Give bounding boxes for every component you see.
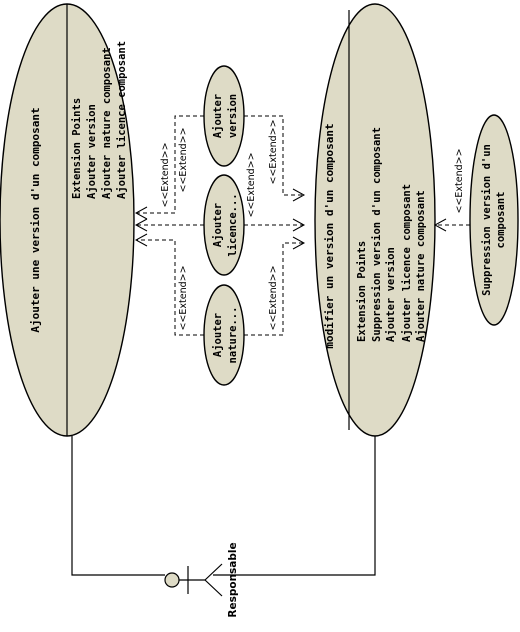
use-case-label-line1: Ajouter: [212, 203, 224, 247]
svg-text:Ajouter licence composant: Ajouter licence composant: [401, 184, 413, 342]
use-case-modifier-version-composant[interactable]: modifier un version d'un composant Exten…: [314, 3, 436, 437]
svg-text:Ajouter version: Ajouter version: [385, 247, 397, 342]
use-case-label-line1: Ajouter: [212, 313, 224, 357]
use-case-label-line2: version: [227, 94, 239, 138]
use-case-label-line1: Suppression version d'un: [481, 144, 493, 296]
extend-label: <<Extend>>: [178, 265, 189, 330]
extend-label: <<Extend>>: [246, 152, 257, 217]
arrowhead: [433, 218, 447, 232]
use-case-ajouter-nature[interactable]: Ajouter nature...: [203, 284, 245, 386]
extend-labels: <<Extend>> <<Extend>> <<Extend>> <<Exten…: [160, 119, 465, 330]
use-case-label-line2: nature...: [227, 307, 239, 364]
extend-connectors-left: [134, 115, 204, 336]
arrowhead: [134, 218, 148, 232]
svg-text:Suppression version d'un compo: Suppression version d'un composant: [371, 127, 383, 342]
use-case-ajouter-version[interactable]: Ajouter version: [203, 65, 245, 167]
svg-text:Ajouter version: Ajouter version: [86, 104, 98, 199]
use-case-title: Ajouter une version d'un composant: [29, 107, 42, 332]
svg-text:Extension Points: Extension Points: [71, 98, 83, 199]
use-case-label-line2: composant: [495, 192, 507, 249]
extension-points: Extension Points Suppression version d'u…: [356, 127, 427, 342]
actor-label: Responsable: [227, 542, 239, 617]
arrowhead: [292, 236, 306, 250]
extend-connectors-right: [244, 115, 470, 336]
arrowhead: [292, 188, 306, 202]
extend-label: <<Extend>>: [178, 127, 189, 192]
actor-icon: [164, 563, 223, 597]
extend-label: <<Extend>>: [268, 265, 279, 330]
use-case-label-line2: licence...: [227, 193, 239, 256]
arrowhead: [134, 206, 148, 220]
use-case-title: modifier un version d'un composant: [323, 123, 336, 348]
svg-text:Ajouter nature composant: Ajouter nature composant: [415, 190, 427, 342]
extend-label: <<Extend>>: [454, 148, 465, 213]
use-case-ajouter-version-composant[interactable]: Ajouter une version d'un composant Exten…: [0, 3, 135, 437]
use-case-ajouter-licence[interactable]: Ajouter licence...: [203, 174, 245, 276]
svg-text:Ajouter licence composant: Ajouter licence composant: [116, 41, 128, 199]
actor-responsable[interactable]: Responsable: [164, 542, 239, 618]
use-case-suppression-version[interactable]: Suppression version d'un composant: [469, 114, 519, 326]
svg-text:Extension Points: Extension Points: [356, 241, 368, 342]
extend-label: <<Extend>>: [160, 142, 171, 207]
arrowhead: [292, 218, 306, 232]
actor-associations: [71, 436, 376, 576]
svg-text:Ajouter nature composant: Ajouter nature composant: [101, 47, 113, 199]
extend-label: <<Extend>>: [268, 119, 279, 184]
arrowhead: [134, 233, 148, 247]
use-case-label-line1: Ajouter: [212, 94, 224, 138]
extension-points: Extension Points Ajouter version Ajouter…: [71, 41, 128, 199]
